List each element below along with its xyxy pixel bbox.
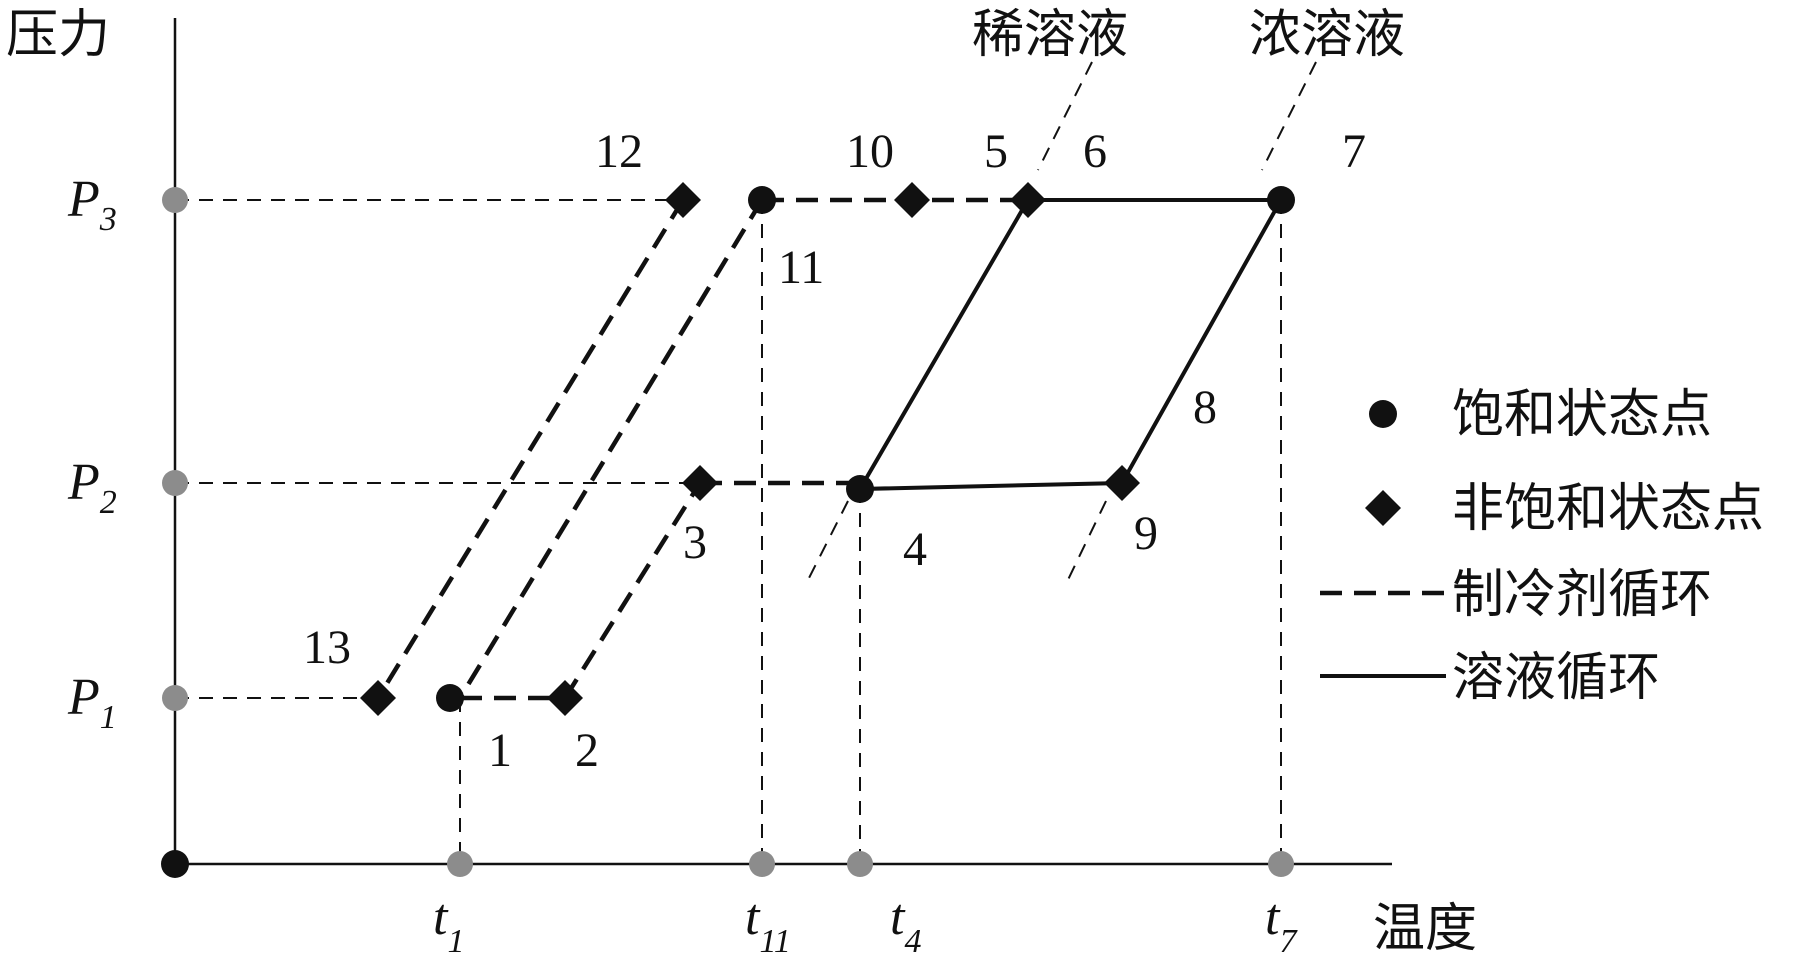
t7-label: t7	[1265, 889, 1298, 960]
concentrated-line-lower	[1065, 500, 1107, 585]
legend-unsaturated-label: 非饱和状态点	[1452, 479, 1764, 539]
origin-marker	[161, 850, 189, 878]
point-label-7: 7	[1342, 125, 1366, 178]
t11-label: t11	[745, 889, 791, 960]
unsaturated-point-13	[360, 680, 396, 716]
p2-marker	[162, 470, 188, 496]
refrig-segment-2-3	[563, 481, 702, 700]
concentrated-line-upper	[1261, 61, 1317, 171]
dilute-line-upper	[1037, 61, 1093, 171]
t1-marker	[447, 851, 473, 877]
t4-marker	[847, 851, 873, 877]
point-label-11: 11	[778, 241, 824, 294]
unsaturated-point-3	[682, 465, 718, 501]
unsaturated-point-10	[894, 182, 930, 218]
solution-cycle-path	[856, 198, 1285, 492]
saturated-point-4	[846, 475, 874, 503]
point-label-8: 8	[1193, 381, 1217, 434]
legend-solution-label: 溶液循环	[1452, 648, 1660, 708]
point-label-13: 13	[303, 621, 351, 674]
point-label-1: 1	[488, 724, 512, 777]
saturated-point-11	[748, 186, 776, 214]
unsaturated-point-5-6	[1010, 182, 1046, 218]
point-label-2: 2	[575, 724, 599, 777]
t7-marker	[1268, 851, 1294, 877]
p3-label: P3	[67, 171, 117, 238]
saturated-point-7	[1267, 186, 1295, 214]
x-axis-title: 温度	[1373, 899, 1477, 959]
p1-label: P1	[67, 669, 117, 736]
p2-label: P2	[67, 454, 117, 521]
point-label-3: 3	[683, 516, 707, 569]
legend-refrigerant-label: 制冷剂循环	[1452, 565, 1712, 625]
point-label-6: 6	[1083, 125, 1107, 178]
refrig-segment-11-1	[458, 198, 764, 700]
point-label-9: 9	[1134, 507, 1158, 560]
saturated-point-1	[436, 684, 464, 712]
legend-saturated-icon	[1369, 400, 1397, 428]
unsaturated-point-12	[665, 182, 701, 218]
point-label-12: 12	[595, 125, 643, 178]
point-label-10: 10	[846, 125, 894, 178]
refrig-segment-12-13	[376, 198, 685, 700]
dilute-line-lower	[807, 500, 849, 581]
point-label-4: 4	[903, 523, 927, 576]
legend: 饱和状态点 非饱和状态点 制冷剂循环 溶液循环	[1320, 385, 1764, 708]
t1-label: t1	[433, 889, 464, 960]
unsaturated-point-2	[547, 680, 583, 716]
legend-unsaturated-icon	[1365, 490, 1401, 526]
point-label-5: 5	[984, 125, 1008, 178]
p3-marker	[162, 187, 188, 213]
t4-label: t4	[890, 889, 921, 960]
unsaturated-point-9	[1104, 465, 1140, 501]
concentrated-solution-label: 浓溶液	[1249, 5, 1405, 65]
p1-marker	[162, 685, 188, 711]
y-axis-title: 压力	[6, 5, 110, 65]
dilute-solution-label: 稀溶液	[972, 5, 1128, 65]
t11-marker	[749, 851, 775, 877]
legend-saturated-label: 饱和状态点	[1452, 385, 1712, 445]
